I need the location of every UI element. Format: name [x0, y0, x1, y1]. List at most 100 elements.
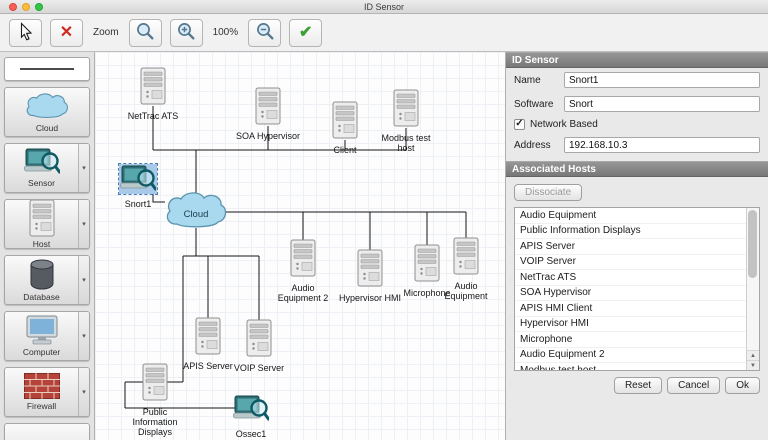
node-soa-hypervisor[interactable]: SOA Hypervisor	[226, 86, 310, 141]
palette-item-sensor[interactable]: Sensor ▾	[4, 143, 90, 193]
host-list-item[interactable]: NetTrac ATS	[515, 270, 746, 286]
palette-item-label: Cloud	[36, 123, 58, 133]
host-list-item[interactable]: APIS Server	[515, 239, 746, 255]
associated-hosts-header: Associated Hosts	[506, 161, 768, 177]
host-list-item[interactable]: Modbus test host	[515, 363, 746, 370]
palette-item-computer[interactable]: Computer ▾	[4, 311, 90, 361]
palette-dropdown-arrow[interactable]: ▾	[78, 368, 89, 416]
network-based-label: Network Based	[530, 119, 598, 130]
associated-hosts-list: Audio EquipmentPublic Information Displa…	[514, 207, 760, 371]
software-row: Software	[506, 92, 768, 116]
diagram-canvas[interactable]: NetTrac ATSSOA HypervisorClientModbus te…	[95, 52, 506, 440]
database-icon	[28, 258, 56, 290]
host-list-item[interactable]: Public Information Displays	[515, 224, 746, 240]
window-title: ID Sensor	[364, 2, 404, 12]
palette-item-label: Sensor	[28, 178, 55, 188]
host-icon	[452, 236, 480, 276]
node-label: Ossec1	[209, 429, 293, 439]
edge-icon	[17, 64, 77, 74]
host-icon	[139, 66, 167, 106]
zoom-in-button[interactable]	[170, 19, 203, 47]
palette-item-host[interactable]: Host▾	[4, 199, 90, 249]
magnifier-icon	[135, 21, 155, 44]
name-label: Name	[514, 75, 564, 86]
scroll-down-arrow[interactable]: ▼	[747, 360, 759, 370]
cancel-button[interactable]: Cancel	[667, 377, 720, 394]
node-ossec1[interactable]: Ossec1	[209, 394, 293, 439]
minimize-button[interactable]	[22, 3, 30, 11]
palette-item-switch[interactable]	[4, 423, 90, 440]
palette-item-label: Computer	[23, 347, 60, 357]
cursor-arrow-icon	[18, 22, 34, 44]
maximize-button[interactable]	[35, 3, 43, 11]
reset-button[interactable]: Reset	[614, 377, 662, 394]
magnifier-minus-icon	[255, 21, 275, 44]
palette-item-label: Database	[23, 292, 59, 302]
palette-item-edge[interactable]	[4, 57, 90, 81]
palette-item-cloud[interactable]: Cloud	[4, 87, 90, 137]
checkmark-icon: ✓	[515, 119, 523, 129]
scrollbar-thumb[interactable]	[748, 210, 757, 278]
palette-dropdown-arrow[interactable]: ▾	[78, 312, 89, 360]
host-icon	[356, 248, 384, 288]
host-list-item[interactable]: APIS HMI Client	[515, 301, 746, 317]
host-icon	[29, 199, 55, 237]
magnifier-plus-icon	[176, 21, 196, 44]
host-list-item[interactable]: Audio Equipment 2	[515, 348, 746, 364]
scroll-up-arrow[interactable]: ▲	[747, 350, 759, 360]
zoom-label: Zoom	[91, 27, 121, 38]
green-check-icon: ✔	[299, 25, 312, 41]
palette-dropdown-arrow[interactable]: ▾	[78, 256, 89, 304]
host-list-item[interactable]: Audio Equipment	[515, 208, 746, 224]
palette-item-database[interactable]: Database ▾	[4, 255, 90, 305]
node-voip-server[interactable]: VOIP Server	[217, 318, 301, 373]
panel-button-bar: Reset Cancel Ok	[506, 371, 768, 400]
firewall-icon	[24, 373, 60, 399]
host-list-item[interactable]: Hypervisor HMI	[515, 317, 746, 333]
hosts-scrollbar[interactable]: ▲ ▼	[746, 208, 759, 370]
software-label: Software	[514, 99, 564, 110]
palette-dropdown-arrow[interactable]: ▾	[78, 144, 89, 192]
node-nettrac-ats[interactable]: NetTrac ATS	[111, 66, 195, 121]
node-label: Modbus test host	[364, 133, 448, 153]
close-button[interactable]	[9, 3, 17, 11]
node-public-information-displays[interactable]: Public Information Displays	[113, 362, 197, 437]
address-row: Address	[506, 133, 768, 157]
shape-palette: CloudSensor▾Host▾Database▾Computer▾Firew…	[0, 52, 95, 440]
network-based-row: ✓ Network Based	[506, 116, 768, 133]
host-list-item[interactable]: SOA Hypervisor	[515, 286, 746, 302]
zoom-fit-button[interactable]	[129, 19, 162, 47]
ok-button[interactable]: Ok	[725, 377, 760, 394]
network-based-checkbox[interactable]: ✓	[514, 119, 525, 130]
palette-item-firewall[interactable]: Firewall▾	[4, 367, 90, 417]
delete-button[interactable]: ✕	[50, 19, 83, 47]
node-modbus-test-host[interactable]: Modbus test host	[364, 88, 448, 153]
node-audio-equipment[interactable]: Audio Equipment	[424, 236, 506, 301]
toolbar: ✕ Zoom 100% ✔	[0, 14, 768, 52]
dissociate-button[interactable]: Dissociate	[514, 184, 582, 201]
svg-text:Cloud: Cloud	[184, 209, 209, 220]
apply-button[interactable]: ✔	[289, 19, 322, 47]
zoom-level: 100%	[211, 27, 241, 38]
host-list-item[interactable]: Microphone	[515, 332, 746, 348]
node-label: Audio Equipment	[424, 281, 506, 301]
host-list-item[interactable]: VOIP Server	[515, 255, 746, 271]
node-label: SOA Hypervisor	[226, 131, 310, 141]
address-input[interactable]	[564, 137, 760, 153]
palette-dropdown-arrow[interactable]: ▾	[78, 200, 89, 248]
host-icon	[289, 238, 317, 278]
node-label: Public Information Displays	[113, 407, 197, 437]
host-icon	[245, 318, 273, 358]
host-icon	[141, 362, 169, 402]
zoom-out-button[interactable]	[248, 19, 281, 47]
sensor-icon	[119, 164, 157, 194]
host-icon	[254, 86, 282, 126]
select-tool-button[interactable]	[9, 19, 42, 47]
node-cloud[interactable]: Cloud	[163, 190, 229, 237]
computer-icon	[24, 315, 60, 345]
name-input[interactable]	[564, 72, 760, 88]
sensor-icon	[232, 394, 270, 424]
software-input[interactable]	[564, 96, 760, 112]
cloud-icon: Cloud	[163, 219, 229, 236]
